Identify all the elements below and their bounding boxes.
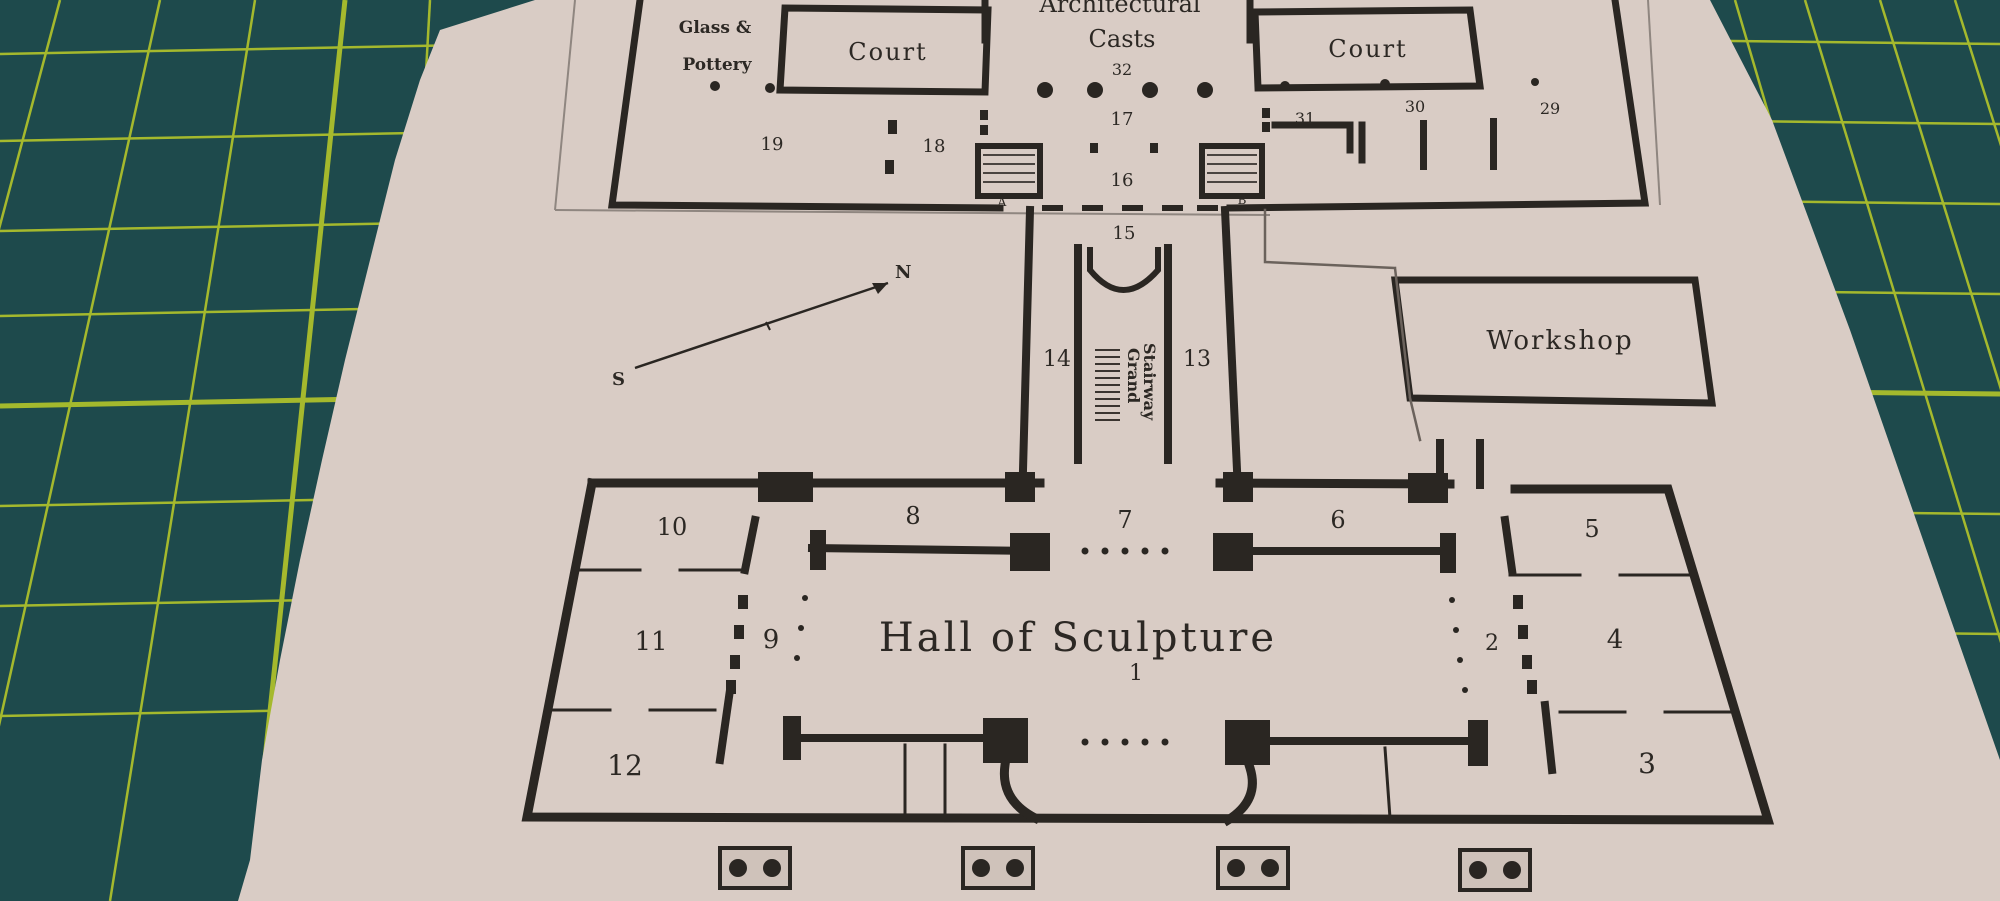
top-labels: Architectural Casts Court Court Glass & … xyxy=(679,0,1407,75)
grand-label: Grand xyxy=(1124,348,1143,403)
pottery-label: Pottery xyxy=(682,55,752,75)
room-number: 12 xyxy=(607,749,643,782)
paper-sheet xyxy=(238,0,2000,901)
room-number: 6 xyxy=(1330,506,1345,534)
stair-mark-a: A xyxy=(997,195,1007,209)
workshop-label: Workshop xyxy=(1486,326,1633,356)
stair-landing-arch xyxy=(1087,247,1161,293)
room-number: 15 xyxy=(1113,223,1136,244)
room-number: 10 xyxy=(657,513,688,541)
entrance-niches xyxy=(999,759,1257,827)
arrowhead-icon xyxy=(872,283,888,294)
court-right-label: Court xyxy=(1328,35,1407,63)
stair-hatching xyxy=(983,154,1257,183)
stair-mark-b: B xyxy=(1238,193,1247,207)
hall-of-sculpture-label: Hall of Sculpture xyxy=(879,615,1277,661)
workshop-walls xyxy=(1263,208,1717,442)
corridor-walls xyxy=(1018,205,1242,475)
upper-columns xyxy=(710,78,1539,174)
room-numbers: 1 2 3 4 5 6 7 8 9 10 11 12 13 14 15 16 1… xyxy=(607,60,1656,782)
grid-line xyxy=(0,42,521,56)
grid-line xyxy=(1803,0,2000,644)
stair-wells xyxy=(975,143,1265,199)
grid-line xyxy=(108,0,257,901)
named-room-labels: Workshop Hall of Sculpture Grand Stairwa… xyxy=(879,326,1633,661)
room-number: 5 xyxy=(1584,515,1599,543)
room-number: 9 xyxy=(763,625,780,655)
grid-line xyxy=(1878,0,2000,391)
room-number: 1 xyxy=(1129,661,1143,686)
grid-line xyxy=(0,0,62,231)
room-number: 11 xyxy=(634,627,667,657)
court-left-label: Court xyxy=(848,38,927,66)
room-number: 17 xyxy=(1111,109,1134,130)
lower-block-thin-walls xyxy=(548,568,1732,820)
room-number: 13 xyxy=(1183,347,1211,372)
upper-block-walls xyxy=(607,0,1650,212)
compass-arrow-icon xyxy=(634,281,889,370)
architectural-label: Architectural xyxy=(1038,0,1200,18)
room-number: 16 xyxy=(1111,170,1134,191)
room-number: 32 xyxy=(1112,60,1132,79)
glass-label: Glass & xyxy=(679,18,752,38)
room-number: 31 xyxy=(1295,109,1315,128)
hall-piers xyxy=(726,472,1537,766)
room-number: 19 xyxy=(761,134,784,155)
room-number: 29 xyxy=(1540,99,1560,118)
room-number: 2 xyxy=(1485,631,1499,656)
room-number: 18 xyxy=(923,136,946,157)
room-number: 4 xyxy=(1607,625,1624,655)
room-number: 3 xyxy=(1638,747,1656,780)
room-number: 7 xyxy=(1117,506,1132,534)
compass: N S xyxy=(612,262,911,390)
grid-line xyxy=(0,0,162,727)
room-number: 30 xyxy=(1405,97,1425,116)
stairway-label: Stairway xyxy=(1140,343,1159,421)
grand-stair-treads xyxy=(1095,349,1120,421)
paper-border-lines xyxy=(554,0,1661,216)
room-number: 8 xyxy=(905,502,920,530)
room-number: 14 xyxy=(1043,347,1071,372)
casts-label: Casts xyxy=(1089,25,1156,53)
compass-north-label: N xyxy=(895,262,911,283)
compass-south-label: S xyxy=(612,369,625,390)
porch-bases xyxy=(718,846,1532,892)
